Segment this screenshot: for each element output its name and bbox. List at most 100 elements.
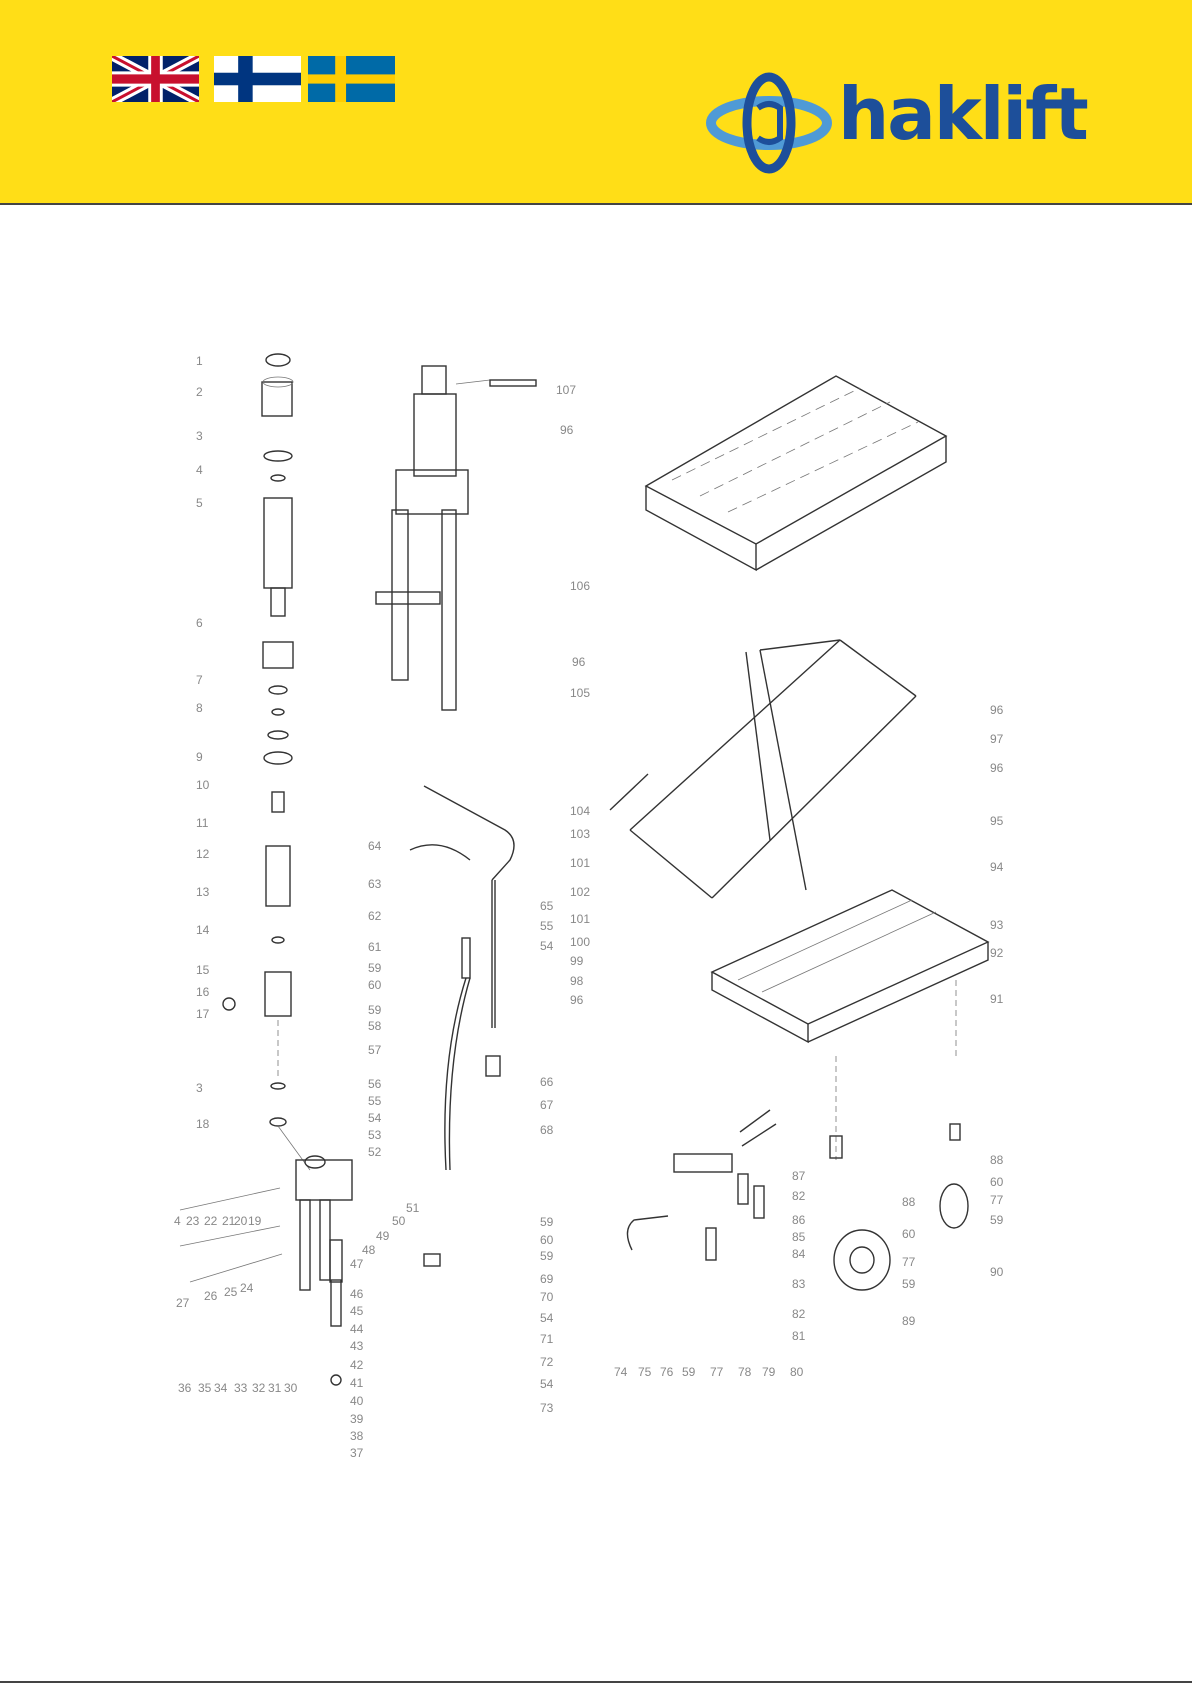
callout-label: 23 xyxy=(186,1214,200,1228)
callout-label: 27 xyxy=(176,1296,190,1310)
callout-label: 72 xyxy=(540,1355,554,1369)
callout-label: 48 xyxy=(362,1243,376,1257)
callout-label: 5 xyxy=(196,496,203,510)
callout-label: 96 xyxy=(572,655,586,669)
callout-label: 40 xyxy=(350,1394,364,1408)
callout-label: 36 xyxy=(178,1381,192,1395)
callout-label: 8 xyxy=(196,701,203,715)
callout-label: 47 xyxy=(350,1257,364,1271)
callout-label: 79 xyxy=(762,1365,776,1379)
callout-label: 77 xyxy=(902,1255,916,1269)
callout-label: 52 xyxy=(368,1145,382,1159)
callout-label: 107 xyxy=(556,383,576,397)
callout-label: 96 xyxy=(990,703,1004,717)
callout-label: 54 xyxy=(368,1111,382,1125)
callout-label: 101 xyxy=(570,856,590,870)
finland-flag-icon[interactable] xyxy=(214,56,301,102)
callout-label: 59 xyxy=(902,1277,916,1291)
callout-label: 24 xyxy=(240,1281,254,1295)
callout-label: 59 xyxy=(540,1249,554,1263)
callout-label: 55 xyxy=(540,919,554,933)
callout-label: 103 xyxy=(570,827,590,841)
callout-label: 60 xyxy=(902,1227,916,1241)
callout-label: 61 xyxy=(368,940,382,954)
callout-label: 77 xyxy=(710,1365,724,1379)
callout-label: 73 xyxy=(540,1401,554,1415)
callout-label: 51 xyxy=(406,1201,420,1215)
callout-label: 74 xyxy=(614,1365,628,1379)
callout-label: 12 xyxy=(196,847,210,861)
callout-label: 84 xyxy=(792,1247,806,1261)
callout-label: 75 xyxy=(638,1365,652,1379)
callout-label: 46 xyxy=(350,1287,364,1301)
caster-hardware xyxy=(626,1109,777,1261)
callout-label: 39 xyxy=(350,1412,364,1426)
callout-label: 82 xyxy=(792,1307,806,1321)
callout-label: 34 xyxy=(214,1381,228,1395)
uk-flag-icon[interactable] xyxy=(112,56,199,102)
platform-tray xyxy=(644,375,948,572)
callout-label: 81 xyxy=(792,1329,806,1343)
callout-label: 35 xyxy=(198,1381,212,1395)
callout-label: 4 xyxy=(196,463,203,477)
callout-label: 77 xyxy=(990,1193,1004,1207)
callout-label: 104 xyxy=(570,804,590,818)
callout-label: 58 xyxy=(368,1019,382,1033)
callout-label: 25 xyxy=(224,1285,238,1299)
callout-label: 49 xyxy=(376,1229,390,1243)
callout-label: 26 xyxy=(204,1289,218,1303)
callout-label: 60 xyxy=(990,1175,1004,1189)
callout-label: 90 xyxy=(990,1265,1004,1279)
callout-label: 41 xyxy=(350,1376,364,1390)
callout-label: 65 xyxy=(540,899,554,913)
callout-label: 89 xyxy=(902,1314,916,1328)
cylinder-fork-assembly xyxy=(375,365,537,711)
callout-label: 80 xyxy=(790,1365,804,1379)
callout-label: 37 xyxy=(350,1446,364,1460)
callout-label: 68 xyxy=(540,1123,554,1137)
callout-label: 59 xyxy=(990,1213,1004,1227)
callout-label: 86 xyxy=(792,1213,806,1227)
callout-label: 54 xyxy=(540,1311,554,1325)
callout-label: 69 xyxy=(540,1272,554,1286)
callout-label: 102 xyxy=(570,885,590,899)
callout-label: 82 xyxy=(792,1189,806,1203)
callout-label: 106 xyxy=(570,579,590,593)
callout-labels: 1 2 3 4 5 6 7 8 9 10 11 12 13 14 15 16 1… xyxy=(174,354,1004,1460)
callout-label: 14 xyxy=(196,923,210,937)
callout-label: 59 xyxy=(368,1003,382,1017)
pedal-linkage xyxy=(409,785,515,1267)
callout-label: 33 xyxy=(234,1381,248,1395)
callout-label: 13 xyxy=(196,885,210,899)
footer-rule xyxy=(0,1681,1192,1683)
callout-label: 59 xyxy=(368,961,382,975)
callout-label: 56 xyxy=(368,1077,382,1091)
callout-label: 57 xyxy=(368,1043,382,1057)
callout-label: 64 xyxy=(368,839,382,853)
callout-label: 91 xyxy=(990,992,1004,1006)
callout-label: 101 xyxy=(570,912,590,926)
callout-label: 97 xyxy=(990,732,1004,746)
base-frame xyxy=(710,889,990,1291)
callout-label: 7 xyxy=(196,673,203,687)
callout-label: 95 xyxy=(990,814,1004,828)
exploded-parts-diagram: 1 2 3 4 5 6 7 8 9 10 11 12 13 14 15 16 1… xyxy=(174,353,1004,1460)
callout-label: 96 xyxy=(990,761,1004,775)
callout-label: 9 xyxy=(196,750,203,764)
callout-label: 105 xyxy=(570,686,590,700)
scissor-frame xyxy=(609,639,917,899)
callout-label: 83 xyxy=(792,1277,806,1291)
callout-label: 18 xyxy=(196,1117,210,1131)
callout-label: 96 xyxy=(570,993,584,1007)
callout-label: 32 xyxy=(252,1381,266,1395)
sweden-flag-icon[interactable] xyxy=(308,56,395,102)
pump-column-assembly xyxy=(222,353,311,1171)
callout-label: 92 xyxy=(990,946,1004,960)
callout-label: 55 xyxy=(368,1094,382,1108)
callout-label: 71 xyxy=(540,1332,554,1346)
callout-label: 3 xyxy=(196,429,203,443)
callout-label: 4 xyxy=(174,1214,181,1228)
callout-label: 50 xyxy=(392,1214,406,1228)
callout-label: 30 xyxy=(284,1381,298,1395)
callout-label: 43 xyxy=(350,1339,364,1353)
